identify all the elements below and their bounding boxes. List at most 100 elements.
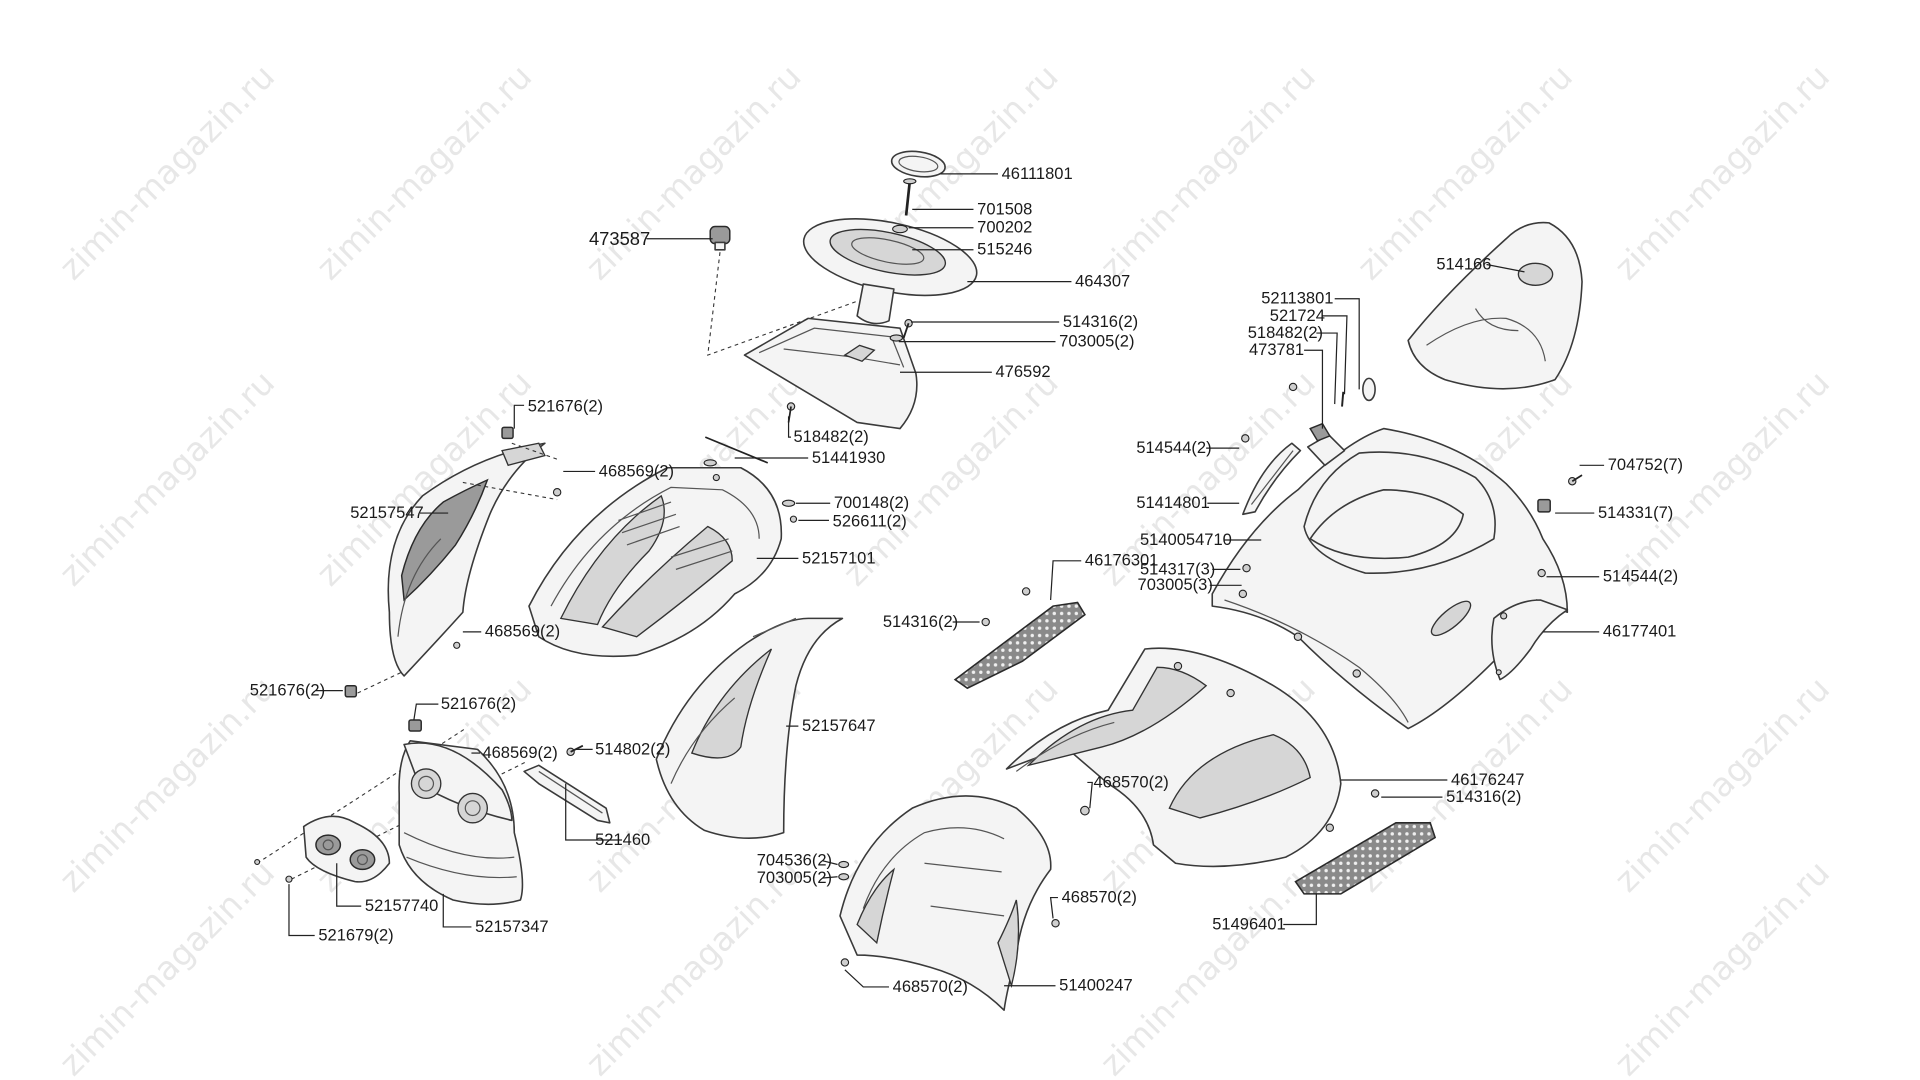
screw-514544-right[interactable] [1537, 568, 1546, 578]
front-fender-51400247[interactable] [839, 795, 1052, 1012]
watermark-text: zimin-magazin.ru [578, 57, 808, 287]
steering-cap-46111801[interactable] [890, 148, 947, 180]
label-514316: 514316(2) [1446, 787, 1521, 806]
rear-clip-514331[interactable] [1537, 498, 1551, 513]
screw-468570-top[interactable] [1080, 805, 1090, 816]
label-51414801: 51414801 [1136, 493, 1209, 512]
hood-washer[interactable] [703, 459, 720, 482]
screw-front-small[interactable] [254, 859, 261, 866]
floor-panel-46176247[interactable] [1005, 647, 1342, 868]
label-514316: 514316(2) [1063, 312, 1138, 331]
clip-521676-front[interactable] [408, 719, 422, 732]
label-518482: 518482(2) [1248, 323, 1323, 342]
label-464307: 464307 [1075, 272, 1130, 291]
label-704536: 704536(2) [757, 851, 832, 870]
label-468570: 468570(2) [1062, 887, 1137, 906]
screw-514316-footrest-left[interactable] [981, 587, 1031, 627]
label-514544: 514544(2) [1603, 567, 1678, 586]
label-52157547: 52157547 [350, 503, 423, 522]
label-704752: 704752(7) [1608, 455, 1683, 474]
washer-704536[interactable] [838, 860, 850, 869]
watermark-text: zimin-magazin.ru [52, 363, 282, 593]
rear-screw-704752[interactable] [1568, 474, 1583, 486]
label-476592: 476592 [996, 362, 1051, 381]
washer-703005[interactable] [838, 873, 850, 881]
screw-521679[interactable] [285, 875, 293, 883]
label-52157740: 52157740 [365, 896, 438, 915]
label-703005: 703005(2) [757, 868, 832, 887]
label-514802: 514802(2) [595, 739, 670, 758]
dashed-guide [357, 670, 405, 694]
label-521460: 521460 [595, 830, 650, 849]
label-473587: 473587 [589, 228, 650, 249]
leader-lines [288, 173, 1605, 988]
screw-468570-side[interactable] [1051, 919, 1060, 928]
hood-washer-700148[interactable] [781, 499, 796, 507]
watermark-text: zimin-magazin.ru [309, 57, 539, 287]
watermark-text: zimin-magazin.ru [52, 57, 282, 287]
hood-52157101[interactable] [528, 466, 783, 658]
label-5140054710: 5140054710 [1140, 530, 1232, 549]
footrest-left-46176301[interactable] [953, 601, 1086, 690]
label-52113801: 52113801 [1261, 289, 1333, 308]
label-46111801: 46111801 [1002, 164, 1073, 183]
steering-bolt-701508[interactable] [903, 178, 917, 216]
steering-washer-703005[interactable] [889, 334, 903, 342]
label-46176301: 46176301 [1085, 551, 1158, 570]
headlight-bezel-52157740[interactable] [302, 815, 391, 883]
switch-473587[interactable] [709, 225, 731, 251]
hood-screw-526611[interactable] [789, 515, 798, 523]
footrest-right-51496401[interactable] [1294, 822, 1437, 895]
screw-514802[interactable] [566, 744, 584, 757]
label-526611: 526611(2) [833, 512, 907, 531]
label-468569: 468569(2) [482, 743, 557, 762]
label-468569: 468569(2) [599, 461, 674, 480]
front-grille-52157347[interactable] [398, 740, 524, 906]
label-468570: 468570(2) [893, 977, 968, 996]
label-51441930: 51441930 [812, 448, 885, 467]
screw-468569-mid[interactable] [453, 641, 461, 649]
screw-514544-left[interactable] [1241, 434, 1250, 443]
label-46177401: 46177401 [1603, 622, 1676, 641]
rear-bracket-46177401[interactable] [1491, 599, 1569, 681]
side-panel-left-52157547[interactable] [387, 442, 546, 677]
label-52157647: 52157647 [802, 716, 875, 735]
screw-514317[interactable] [1242, 563, 1251, 573]
label-701508: 701508 [977, 199, 1032, 218]
dashed-guide [511, 442, 558, 460]
label-514316: 514316(2) [883, 612, 958, 631]
watermark-text: zimin-magazin.ru [1092, 57, 1322, 287]
seat-514166[interactable] [1407, 221, 1583, 390]
label-521676: 521676(2) [250, 681, 325, 700]
side-panel-right-52157647[interactable] [655, 617, 844, 839]
screw-514316-footrest-right[interactable] [1325, 789, 1380, 832]
clip-521676-left[interactable] [344, 684, 358, 698]
screw-468570-bottom[interactable] [840, 958, 850, 967]
label-700148: 700148(2) [834, 493, 909, 512]
steering-wheel-464307[interactable] [797, 205, 984, 325]
seat-latch-52113801[interactable] [1306, 422, 1346, 467]
clip-521676-top[interactable] [501, 426, 514, 440]
latch-parts-521724[interactable] [1288, 377, 1376, 407]
rear-body-5140054710[interactable] [1211, 427, 1569, 730]
switch-dashed-guide [707, 252, 858, 356]
label-473781: 473781 [1249, 340, 1304, 359]
label-468569: 468569(2) [485, 622, 560, 641]
fender-bracket-51414801[interactable] [1242, 442, 1302, 516]
label-514544: 514544(2) [1136, 438, 1211, 457]
dashed-guide [462, 481, 558, 501]
bracket-521460[interactable] [523, 764, 611, 824]
watermark-text: zimin-magazin.ru [1607, 363, 1837, 593]
label-51496401: 51496401 [1212, 914, 1285, 933]
screw-468569-upper[interactable] [552, 488, 562, 497]
label-703005: 703005(2) [1059, 332, 1134, 351]
label-514317: 514317(3) [1140, 559, 1215, 578]
label-518482: 518482(2) [793, 427, 868, 446]
label-514331: 514331(7) [1598, 503, 1673, 522]
steering-screw-514316[interactable] [902, 319, 913, 339]
label-700202: 700202 [977, 218, 1032, 237]
dashboard-console-476592[interactable] [743, 317, 918, 430]
label-46176247: 46176247 [1451, 770, 1524, 789]
